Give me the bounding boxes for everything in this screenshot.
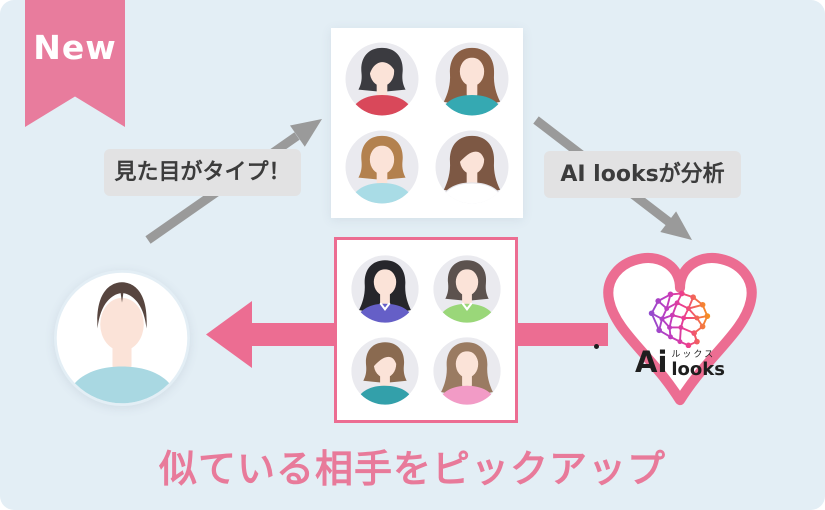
logo-a-dot-icon (594, 344, 599, 349)
candidate-avatar-2 (434, 41, 510, 117)
user-avatar-image (54, 270, 190, 406)
candidate-avatar-1 (344, 41, 420, 117)
new-badge-label: New (33, 28, 117, 67)
ai-looks-heart: Ai ルックス looks (588, 248, 772, 416)
logo-looks-text: looks (671, 359, 725, 380)
user-avatar (54, 270, 190, 406)
candidates-card (331, 28, 523, 218)
type-label: 見た目がタイプ！ (104, 149, 301, 196)
logo-kana-text: ルックス (671, 350, 716, 360)
picked-avatar-2 (432, 254, 502, 324)
picked-avatar-1 (350, 254, 420, 324)
candidate-avatar-4 (434, 129, 510, 205)
picked-avatar-4 (432, 336, 502, 406)
candidate-avatar-3 (344, 129, 420, 205)
analyze-label: AI looksが分析 (544, 151, 741, 198)
caption-text: 似ている相手をピックアップ (158, 447, 666, 491)
picked-candidates-card (334, 237, 518, 423)
ai-looks-wordmark: Ai ルックス looks (588, 344, 772, 380)
picked-avatar-3 (350, 336, 420, 406)
ai-brain-logo-icon (648, 290, 711, 348)
logo-ai-text: Ai (635, 345, 668, 379)
